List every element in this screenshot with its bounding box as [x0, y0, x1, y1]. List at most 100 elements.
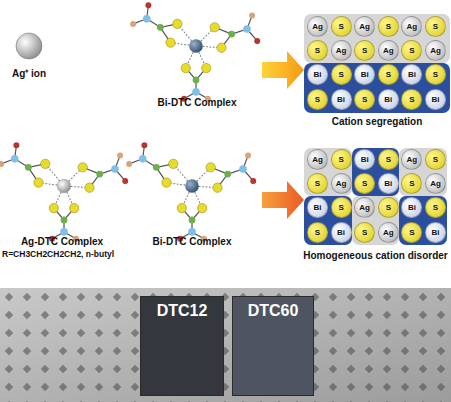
atom-site: S	[331, 64, 352, 85]
bi-dtc-molecule	[130, 2, 260, 101]
silver-atom	[57, 179, 71, 193]
atom-site: S	[331, 197, 352, 218]
atom-site: S	[354, 89, 375, 110]
element-symbol: S	[433, 70, 438, 79]
element-symbol: Bi	[432, 228, 440, 237]
sample-name: DTC12	[157, 302, 208, 320]
element-symbol: S	[338, 22, 343, 31]
element-symbol: Bi	[384, 95, 392, 104]
atom-site: Ag	[331, 40, 352, 61]
complex-label: Bi-DTC Complex	[142, 97, 252, 108]
element-symbol: S	[315, 179, 320, 188]
atom-site: S	[307, 89, 328, 110]
process-arrow	[262, 181, 304, 219]
element-symbol: S	[409, 95, 414, 104]
element-symbol: S	[315, 228, 320, 237]
atom-site: S	[401, 89, 422, 110]
element-symbol: Bi	[361, 155, 369, 164]
element-symbol: S	[433, 203, 438, 212]
bi-domain	[304, 196, 352, 245]
film-sample: DTC60	[232, 296, 314, 396]
bi-dtc-molecule	[126, 142, 256, 241]
element-symbol: Ag	[312, 22, 323, 31]
element-symbol: Bi	[432, 95, 440, 104]
element-symbol: Bi	[384, 179, 392, 188]
element-symbol: S	[409, 228, 414, 237]
element-symbol: S	[338, 155, 343, 164]
element-symbol: S	[315, 95, 320, 104]
element-symbol: S	[338, 70, 343, 79]
bi-domain	[304, 63, 450, 113]
element-symbol: S	[362, 179, 367, 188]
element-symbol: S	[315, 46, 320, 55]
element-symbol: Ag	[407, 155, 418, 164]
silver-ion	[16, 33, 42, 59]
atom-site: S	[425, 149, 446, 170]
bismuth-atom	[185, 179, 199, 193]
ion-label: Ag⁺ ion	[2, 66, 56, 80]
atom-site: Ag	[378, 222, 399, 243]
bi-domain	[399, 196, 447, 245]
ag-domain	[352, 196, 399, 245]
element-symbol: S	[362, 46, 367, 55]
element-symbol: S	[433, 155, 438, 164]
dtc-ligands	[130, 2, 260, 101]
atom-site: S	[331, 16, 352, 37]
element-symbol: S	[409, 179, 414, 188]
atom-site: Bi	[425, 89, 446, 110]
ag-domain	[399, 148, 447, 196]
state-label: Homogeneous cation disorder	[300, 250, 451, 261]
element-symbol: Ag	[430, 46, 441, 55]
element-symbol: Ag	[430, 179, 441, 188]
stage-pattern	[0, 288, 451, 402]
atom-site: S	[354, 222, 375, 243]
element-symbol: Ag	[383, 46, 394, 55]
atom-site: Bi	[378, 89, 399, 110]
substituent-note: R=CH3CH2CH2CH2, n-butyl	[2, 249, 142, 259]
element-symbol: S	[386, 70, 391, 79]
state-label: Cation segregation	[304, 116, 450, 127]
element-symbol: S	[362, 95, 367, 104]
complex-label: Ag-DTC Complex	[2, 236, 122, 247]
atom-site: Bi	[331, 89, 352, 110]
dtc-ligands	[126, 142, 256, 241]
atom-site: Bi	[425, 222, 446, 243]
element-symbol: Ag	[359, 22, 370, 31]
element-symbol: S	[409, 46, 414, 55]
element-symbol: S	[362, 228, 367, 237]
element-symbol: Ag	[336, 179, 347, 188]
element-symbol: Ag	[336, 46, 347, 55]
element-symbol: S	[386, 155, 391, 164]
atom-site: Bi	[331, 222, 352, 243]
element-symbol: Bi	[337, 95, 345, 104]
atom-site: S	[331, 149, 352, 170]
ag-domain	[304, 14, 450, 63]
element-symbol: S	[386, 22, 391, 31]
element-symbol: Bi	[337, 228, 345, 237]
atom-site: Bi	[378, 173, 399, 194]
bi-domain	[352, 148, 399, 196]
atom-site: Ag	[331, 173, 352, 194]
atom-site: S	[425, 16, 446, 37]
element-symbol: Ag	[312, 155, 323, 164]
ag-dtc-molecule	[0, 142, 128, 241]
element-symbol: S	[433, 22, 438, 31]
element-symbol: Ag	[359, 203, 370, 212]
element-symbol: Bi	[408, 203, 416, 212]
element-symbol: Bi	[361, 70, 369, 79]
complex-label: Bi-DTC Complex	[137, 236, 247, 247]
ag-domain	[304, 148, 352, 196]
atom-site: Ag	[378, 40, 399, 61]
element-symbol: S	[386, 203, 391, 212]
dtc-ligands	[0, 142, 128, 241]
element-symbol: Bi	[314, 70, 322, 79]
process-arrow	[262, 51, 304, 89]
element-symbol: Ag	[383, 228, 394, 237]
sample-name: DTC60	[248, 302, 299, 320]
atom-site: Ag	[307, 16, 328, 37]
atom-site: S	[401, 222, 422, 243]
element-symbol: Bi	[408, 70, 416, 79]
film-sample: DTC12	[140, 296, 224, 396]
photo-background	[0, 288, 451, 402]
